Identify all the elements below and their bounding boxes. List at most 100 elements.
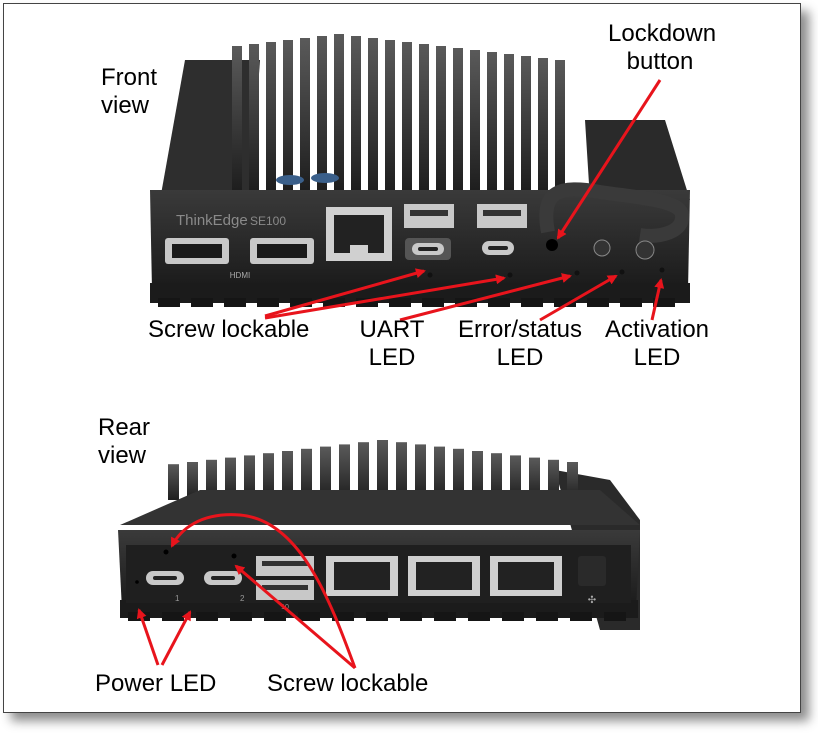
heatsink-fin: [385, 40, 395, 190]
heatsink-fin: [555, 60, 565, 190]
front-device: ThinkEdge SE100 HDMI: [150, 34, 690, 307]
model-label: SE100: [250, 214, 286, 228]
led-hole: [427, 272, 433, 278]
foot: [554, 298, 576, 307]
arrow-activation-led: [650, 278, 665, 321]
front-housing-left: [160, 60, 260, 200]
foot: [191, 298, 213, 307]
usb-c-port-front-1: [405, 238, 451, 260]
heatsink-fin: [263, 453, 274, 500]
usb-c-port-rear-2: [204, 571, 242, 585]
heatsink-fin: [453, 448, 464, 500]
heatsink-fin: [453, 48, 463, 190]
screw-lockable-rear-label: Screw lockable: [267, 670, 429, 697]
heatsink-fin: [504, 54, 514, 190]
front-heatsink: [232, 34, 565, 190]
usbc-port-number-2: 2: [240, 594, 245, 603]
lockdown-button-label: Lockdown button: [608, 20, 717, 75]
fan-vent: [578, 556, 606, 586]
arrow-screw-front-1: [264, 268, 426, 318]
foot: [536, 612, 558, 621]
arrow-screw-rear-1: [234, 564, 356, 670]
foot: [356, 298, 378, 307]
ethernet-port-front: [326, 207, 392, 261]
foot: [570, 612, 592, 621]
foot: [604, 612, 626, 621]
foot: [400, 612, 422, 621]
heatsink-fin: [187, 462, 198, 500]
heatsink-fin: [283, 40, 293, 190]
foot: [290, 298, 312, 307]
foot: [298, 612, 320, 621]
callout-arrows: [136, 79, 665, 670]
heatsink-fin: [358, 442, 369, 500]
hdmi-port-2: [250, 238, 314, 264]
usb-a-port-2: [477, 204, 527, 228]
arrow-lockdown: [556, 79, 662, 240]
foot: [468, 612, 490, 621]
heatsink-fin: [415, 444, 426, 500]
ethernet-port-rear-2: [408, 556, 480, 596]
foot: [488, 298, 510, 307]
foot: [587, 298, 609, 307]
foot: [653, 298, 675, 307]
ethernet-port-rear-3: [490, 556, 562, 596]
foot: [230, 612, 252, 621]
heatsink-fin: [538, 58, 548, 190]
heatsink-fin: [282, 451, 293, 500]
usb-c-port-front-2: [482, 241, 514, 255]
heatsink-fin: [487, 52, 497, 190]
error-status-led-label: Error/status LED: [457, 316, 583, 371]
power-led-hole: [135, 580, 139, 584]
rear-heatsink: [168, 440, 578, 500]
heatsink-fin: [491, 453, 502, 500]
arrow-power-led-1: [136, 608, 160, 666]
led-hole: [507, 272, 513, 278]
heatsink-fin: [434, 446, 445, 500]
foot: [158, 298, 180, 307]
heatsink-fin: [300, 38, 310, 190]
foot: [332, 612, 354, 621]
arrow-uart-led: [399, 273, 572, 322]
screw-lockable-front-label: Screw lockable: [148, 316, 310, 343]
heatsink-fin: [377, 440, 388, 500]
power-button-icon: [635, 240, 655, 260]
heatsink-fin: [567, 462, 578, 500]
foot: [224, 298, 246, 307]
uart-led-hole: [574, 270, 580, 276]
heatsink-fin: [396, 442, 407, 500]
heatsink-fin: [320, 446, 331, 500]
screw-hole: [163, 549, 169, 555]
screw-hole: [231, 553, 237, 559]
heatsink-fin: [470, 50, 480, 190]
arrow-error-led: [539, 274, 618, 322]
heatsink-fin: [206, 459, 217, 500]
foot: [434, 612, 456, 621]
ethernet-port-rear-1: [326, 556, 398, 596]
heatsink-fin: [339, 444, 350, 500]
heatsink-fin: [317, 36, 327, 190]
usb-a-port-1: [404, 204, 454, 228]
foot: [389, 298, 411, 307]
heatsink-fin: [472, 451, 483, 500]
error-led-hole: [619, 269, 625, 275]
rear-view-label: Rear view: [98, 414, 151, 469]
foot: [422, 298, 444, 307]
heatsink-fin: [510, 455, 521, 500]
heatsink-fin: [225, 457, 236, 500]
fan-icon: ✣: [588, 595, 596, 606]
heatsink-fin: [529, 457, 540, 500]
power-led-label: Power LED: [95, 670, 217, 697]
foot: [620, 298, 642, 307]
heatsink-fin: [249, 44, 259, 190]
lockdown-button-hole: [546, 239, 558, 251]
hdmi-port-1: [165, 238, 229, 264]
foot: [264, 612, 286, 621]
heatsink-fin: [419, 44, 429, 190]
front-view-label: Front view: [101, 64, 158, 119]
arrow-screw-front-2: [264, 274, 506, 320]
heatsink-fin: [402, 42, 412, 190]
heatsink-fin: [548, 459, 559, 500]
front-housing-right: [585, 120, 690, 200]
heatsink-fin: [368, 38, 378, 190]
